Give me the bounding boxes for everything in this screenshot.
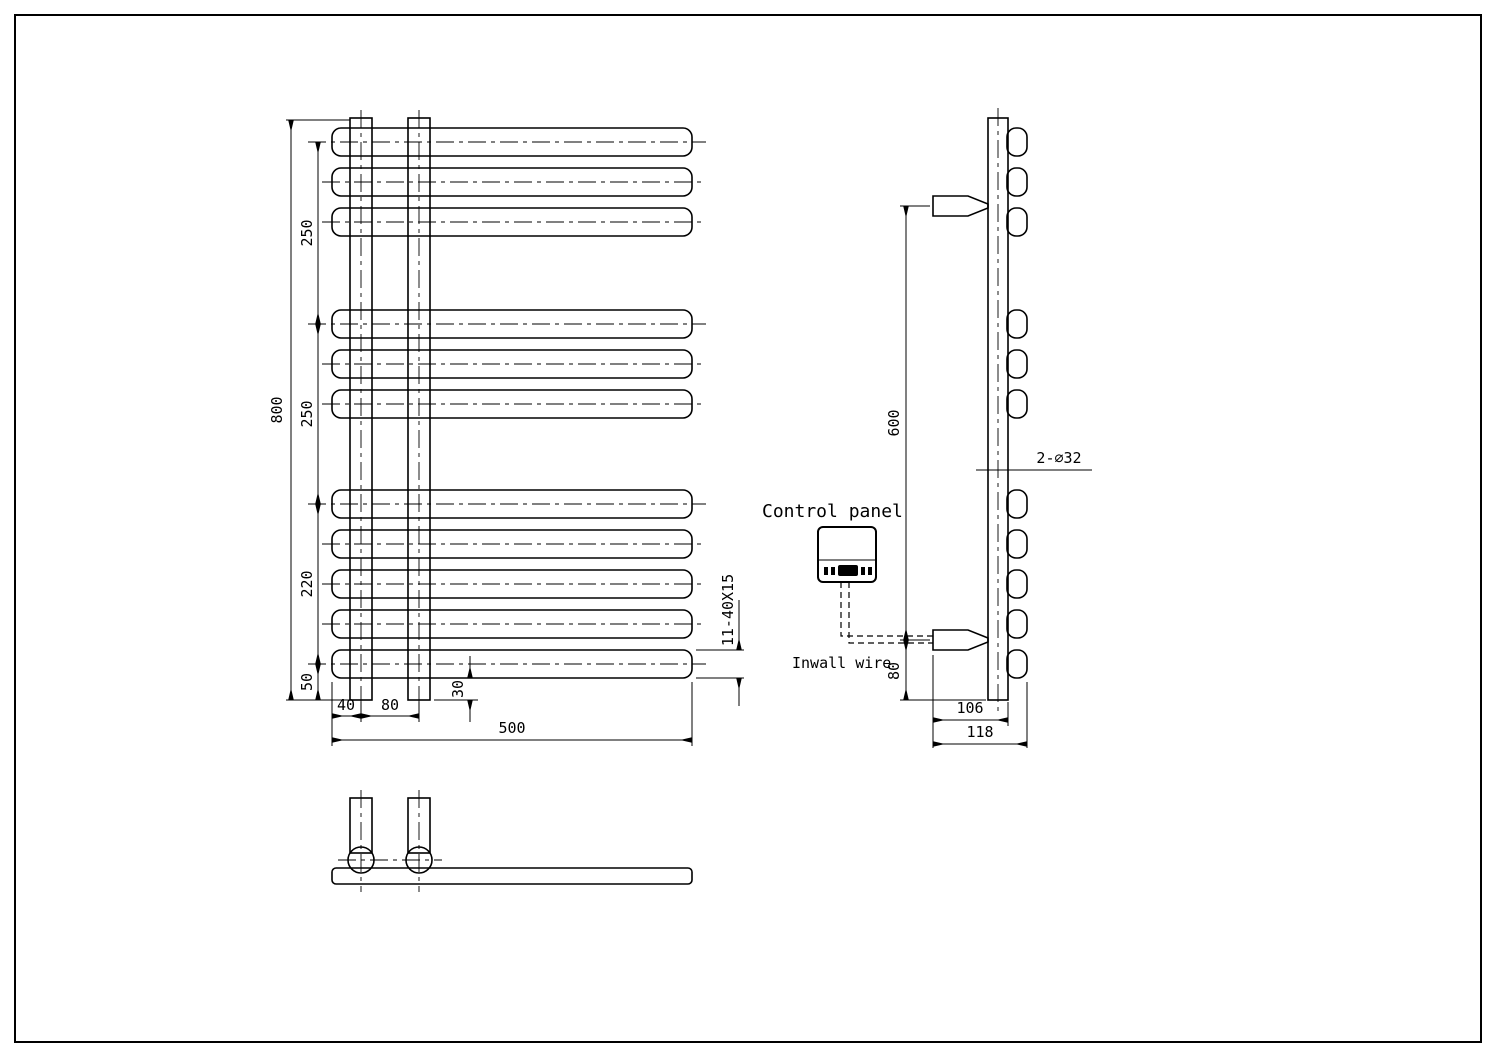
dim-250-mid-label: 250 — [298, 400, 316, 427]
side-bar-end — [1006, 349, 1028, 379]
dim-section-chain: 250 250 220 50 — [298, 142, 321, 700]
towel-bar — [322, 609, 706, 639]
side-bars — [1006, 127, 1028, 679]
dim-500-label: 500 — [498, 719, 525, 737]
hole-callout: 2-∅32 — [976, 449, 1092, 471]
control-panel-button — [868, 567, 872, 575]
towel-bar — [308, 489, 706, 519]
dim-50-label: 50 — [298, 673, 316, 691]
side-view: 600 80 106 118 2-∅32 Control panel — [762, 108, 1092, 748]
dim-800-label: 800 — [268, 396, 286, 423]
front-posts — [349, 110, 431, 710]
side-bar-end — [1006, 389, 1028, 419]
dim-bottom-stub: 30 — [434, 656, 478, 722]
wire-line — [840, 582, 933, 637]
side-bar-end — [1006, 609, 1028, 639]
towel-bar — [322, 389, 706, 419]
towel-bar — [308, 309, 706, 339]
hole-spec-label: 2-∅32 — [1036, 449, 1081, 467]
inwall-wire-label: Inwall wire — [792, 654, 891, 672]
bottom-bracket — [932, 629, 989, 651]
dim-overall-height: 800 — [268, 119, 350, 701]
control-panel-button — [861, 567, 865, 575]
bar-spec-label: 11-40X15 — [719, 574, 737, 646]
towel-bar — [322, 349, 706, 379]
dim-30-label: 30 — [449, 680, 467, 698]
dim-bar-spec: 11-40X15 — [696, 574, 744, 706]
control-panel-button — [831, 567, 835, 575]
wire-line — [848, 582, 933, 644]
control-panel: Control panel — [762, 501, 903, 583]
side-bar-end — [1006, 127, 1028, 157]
dim-depth: 106 118 — [932, 655, 1028, 748]
dim-220-label: 220 — [298, 570, 316, 597]
dim-118-label: 118 — [966, 723, 993, 741]
side-bar-end — [1006, 167, 1028, 197]
dim-40-label: 40 — [337, 696, 355, 714]
front-view: 800 250 250 220 50 40 80 3 — [268, 110, 744, 746]
dim-80-bottom-label: 80 — [885, 662, 903, 680]
control-panel-display — [838, 565, 858, 576]
side-bar-end — [1006, 207, 1028, 237]
side-bar-end — [1006, 489, 1028, 519]
towel-bar — [308, 127, 706, 157]
dim-80-label: 80 — [381, 696, 399, 714]
control-panel-button — [824, 567, 828, 575]
dim-250-top-label: 250 — [298, 219, 316, 246]
plan-bar — [331, 867, 693, 885]
dim-post-positions: 40 80 — [331, 682, 420, 746]
side-bar-end — [1006, 529, 1028, 559]
control-panel-label: Control panel — [762, 501, 903, 522]
dim-600-label: 600 — [885, 409, 903, 436]
sheet-border — [14, 14, 1482, 1043]
inwall-wire: Inwall wire — [792, 582, 933, 672]
towel-bar — [322, 207, 706, 237]
dim-106-label: 106 — [956, 699, 983, 717]
side-bar-end — [1006, 309, 1028, 339]
side-bar-end — [1006, 649, 1028, 679]
dim-bracket-spacing: 600 80 — [885, 205, 986, 701]
dim-overall-width: 500 — [332, 682, 693, 746]
bottom-view — [331, 790, 693, 892]
towel-bar — [322, 167, 706, 197]
top-bracket — [932, 195, 989, 217]
side-bar-end — [1006, 569, 1028, 599]
towel-bar — [322, 529, 706, 559]
towel-bar — [322, 569, 706, 599]
towel-bar — [308, 649, 706, 679]
control-panel-body — [817, 526, 877, 583]
front-bars — [308, 127, 706, 679]
